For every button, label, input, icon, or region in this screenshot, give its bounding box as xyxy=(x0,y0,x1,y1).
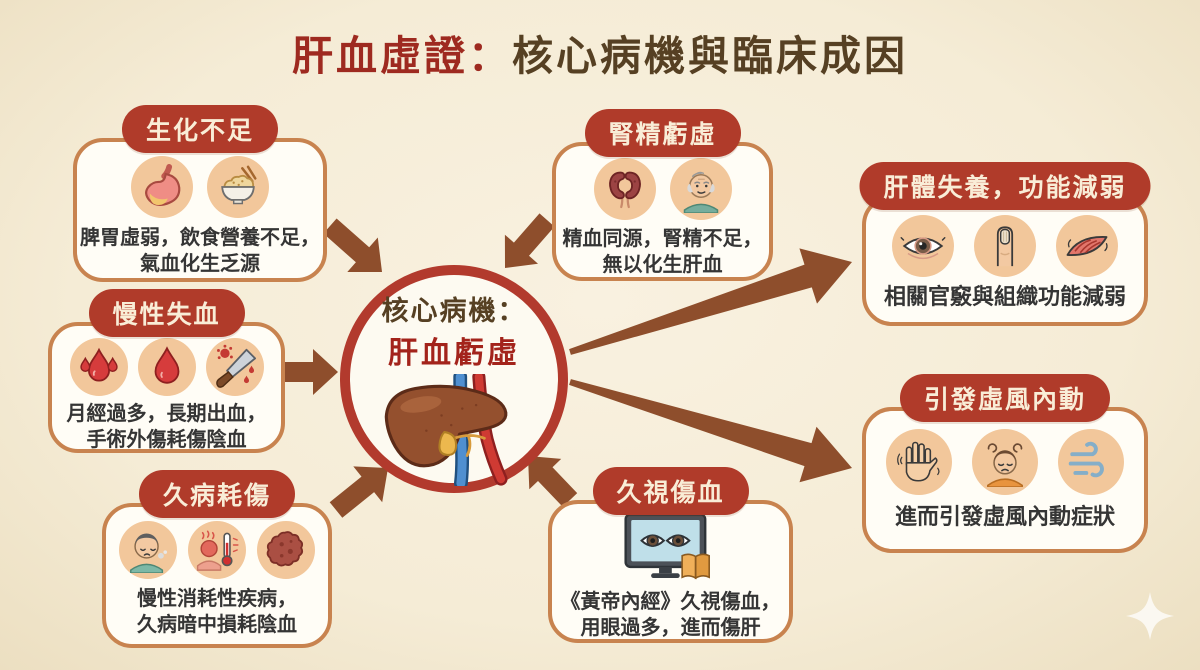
card-chronic-blood-loss-line1: 月經過多，長期出血， xyxy=(66,401,267,425)
card-liver-malnourishment-line1: 相關官竅與組織功能減弱 xyxy=(883,285,1126,310)
card-eye-strain-header: 久視傷血 xyxy=(592,467,749,515)
page-title-subject: 核心病機與臨床成因 xyxy=(512,32,908,80)
card-eye-strain-line2: 用眼過多，進而傷肝 xyxy=(580,615,761,639)
card-chronic-blood-loss: 慢性失血 xyxy=(48,289,285,453)
card-biochemical-deficiency: 生化不足 脾胃虛弱，飲食營養不足， 氣血化生乏源 xyxy=(73,105,327,282)
card-internal-wind-header: 引發虛風內動 xyxy=(899,374,1111,422)
trembling-hand-icon xyxy=(886,429,952,495)
monitor-eyes-book-icon xyxy=(619,512,723,586)
wind-icon xyxy=(1058,429,1124,495)
card-kidney-essence-deficiency-header: 腎精虧虛 xyxy=(584,109,741,157)
tumor-icon xyxy=(257,521,315,579)
arrow-eyestrain-to-core xyxy=(528,456,578,507)
arrow-illness-to-core xyxy=(329,466,388,518)
arrow-biochemical-to-core xyxy=(323,218,382,272)
card-chronic-blood-loss-header: 慢性失血 xyxy=(88,289,245,337)
card-biochemical-deficiency-header: 生化不足 xyxy=(121,105,279,153)
card-liver-malnourishment: 肝體失養，功能減弱 xyxy=(859,162,1151,326)
eye-icon xyxy=(892,215,954,277)
card-kidney-essence-deficiency-line2: 無以化生肝血 xyxy=(602,252,723,276)
arrow-core-to-malnourish xyxy=(569,248,852,355)
blood-drop-icon xyxy=(137,338,196,396)
arrow-blood-loss-to-core xyxy=(282,349,338,395)
knife-icon xyxy=(205,338,264,396)
page-title: 肝血虛證：核心病機與臨床成因 xyxy=(0,22,1200,82)
arrow-kidney-to-core xyxy=(504,213,555,268)
card-chronic-illness-line2: 久病暗中損耗陰血 xyxy=(137,612,297,636)
blood-drops-icon xyxy=(69,338,128,396)
stomach-icon xyxy=(131,156,193,218)
arrow-core-to-wind xyxy=(569,379,852,483)
fingernail-icon xyxy=(974,215,1036,277)
dizzy-person-icon xyxy=(972,429,1038,495)
core-value: 肝血虧虛 xyxy=(388,336,520,371)
core-pathogenesis-circle: 核心病機： 肝血虧虛 xyxy=(340,265,568,493)
liver-icon xyxy=(378,374,530,486)
card-chronic-illness: 久病耗傷 xyxy=(102,470,332,648)
card-kidney-essence-deficiency: 腎精虧虛 精血同源，腎精不足， 無以 xyxy=(552,109,773,281)
card-biochemical-deficiency-line1: 脾胃虛弱，飲食營養不足， xyxy=(80,225,320,249)
rice-bowl-icon xyxy=(207,156,269,218)
elderly-man-icon xyxy=(669,158,732,220)
page-title-syndrome: 肝血虛證： xyxy=(292,32,512,80)
muscle-icon xyxy=(1056,215,1118,277)
fever-icon xyxy=(188,521,246,579)
card-internal-wind: 引發虛風內動 xyxy=(862,374,1148,553)
card-liver-malnourishment-header: 肝體失養，功能減弱 xyxy=(859,162,1151,210)
card-kidney-essence-deficiency-line1: 精血同源，腎精不足， xyxy=(562,226,763,250)
card-eye-strain-line1: 《黃帝內經》久視傷血， xyxy=(560,589,781,613)
core-label: 核心病機： xyxy=(381,296,527,327)
card-eye-strain: 久視傷血 《黃帝內經》久視傷血， 用眼過多，進而傷肝 xyxy=(548,467,793,643)
kidneys-icon xyxy=(593,158,656,220)
card-chronic-illness-line1: 慢性消耗性疾病， xyxy=(137,586,297,610)
card-biochemical-deficiency-line2: 氣血化生乏源 xyxy=(140,251,260,275)
card-internal-wind-line1: 進而引發虛風內動症狀 xyxy=(894,505,1115,530)
card-chronic-illness-header: 久病耗傷 xyxy=(138,470,296,518)
coughing-person-icon xyxy=(119,521,177,579)
card-chronic-blood-loss-line2: 手術外傷耗傷陰血 xyxy=(86,427,247,451)
sparkle-icon xyxy=(1126,592,1174,640)
